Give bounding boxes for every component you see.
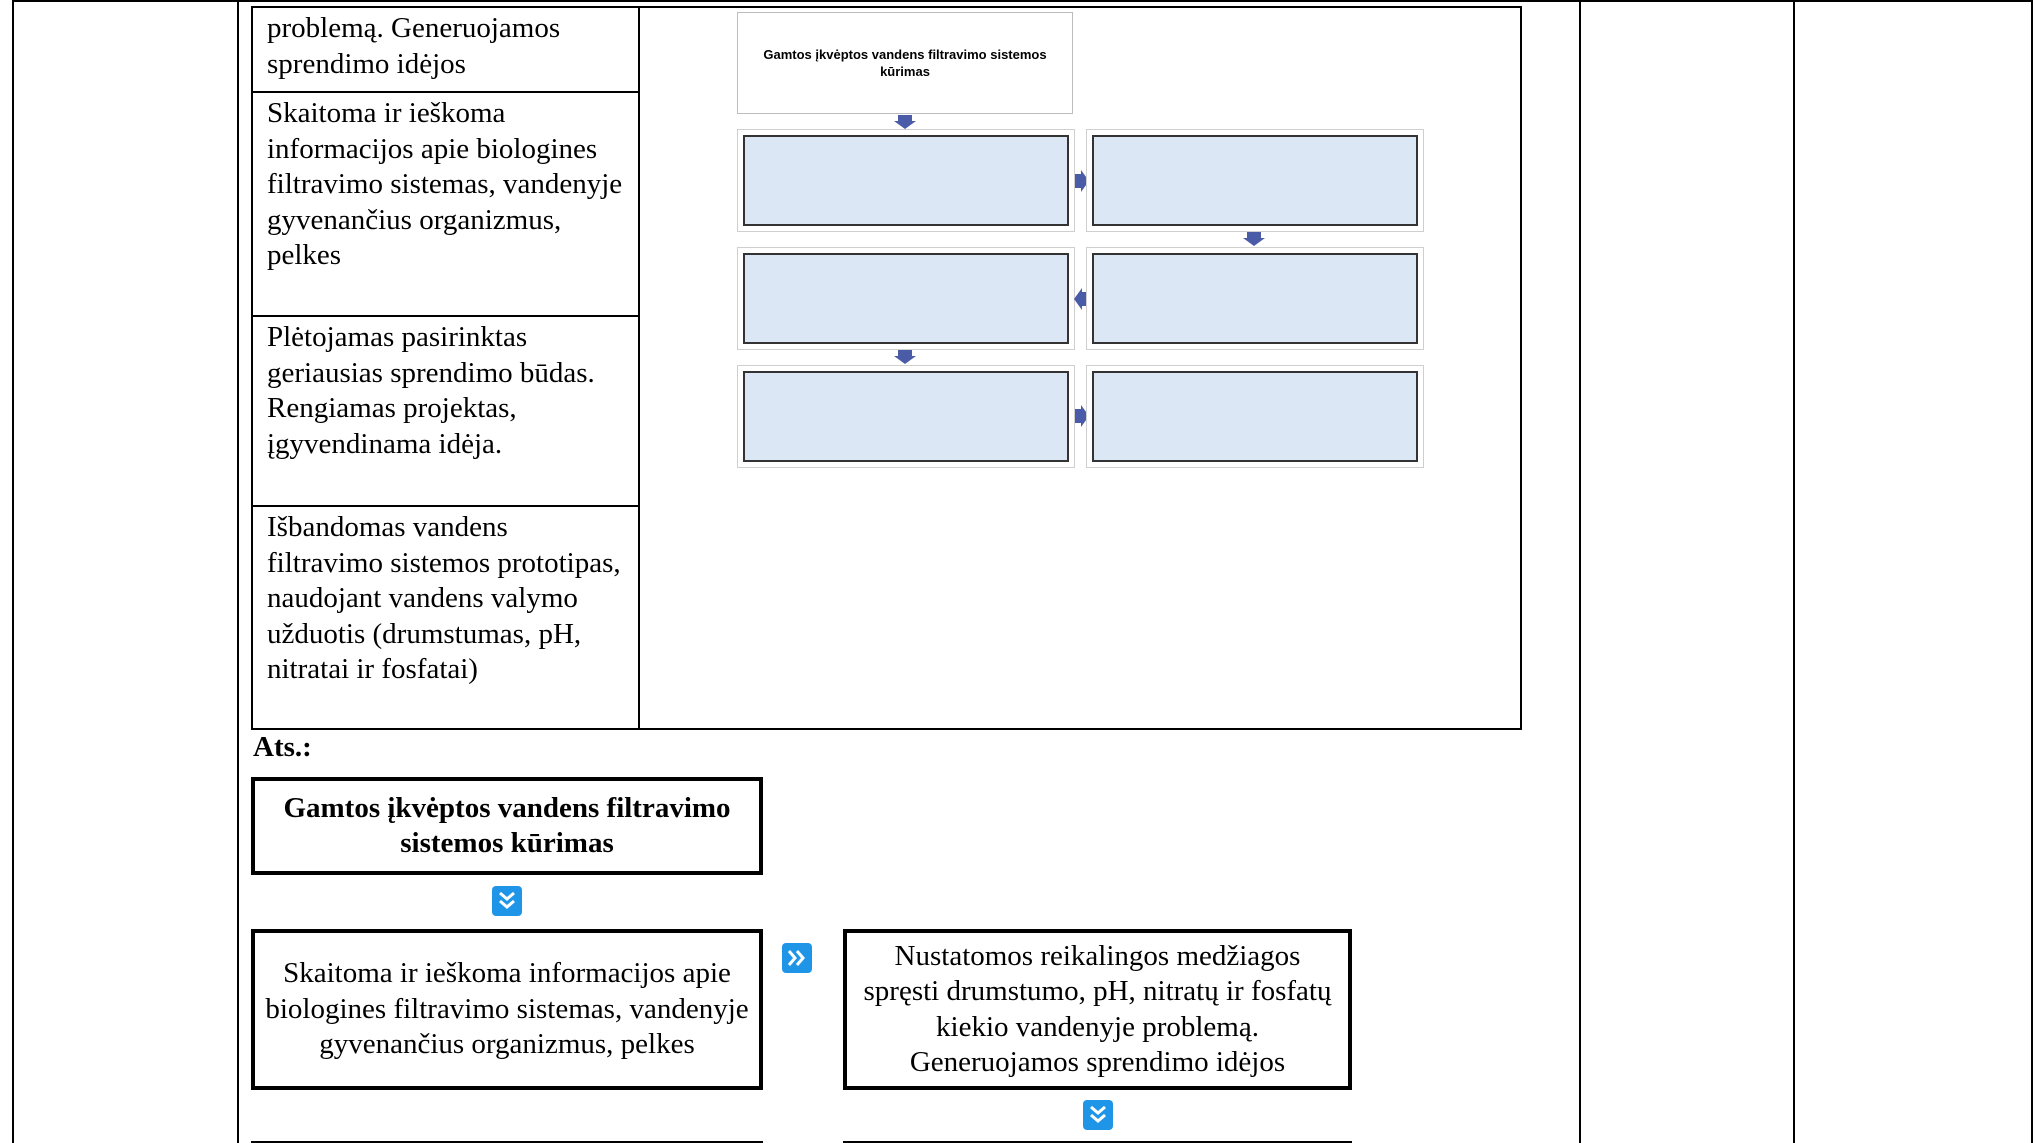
template-empty-box xyxy=(737,129,1075,232)
answer-box-1: Skaitoma ir ieškoma informacijos apie bi… xyxy=(251,929,763,1090)
steps-column: problemą. Generuojamos sprendimo idėjos … xyxy=(253,8,640,728)
outer-table-top-border xyxy=(12,0,2032,2)
inner-table-top-border xyxy=(251,6,1522,8)
step-cell: Išbandomas vandens filtravimo sistemos p… xyxy=(267,511,621,685)
outer-table-column-divider-1 xyxy=(237,0,239,1143)
outer-table-column-divider-2 xyxy=(1579,0,1581,1143)
outer-table-border-right xyxy=(2031,0,2033,1143)
double-chevron-right-icon xyxy=(782,943,812,973)
template-empty-box xyxy=(737,365,1075,468)
double-chevron-down-icon xyxy=(492,886,522,916)
double-chevron-down-icon xyxy=(1083,1100,1113,1130)
answer-label: Ats.: xyxy=(253,731,312,763)
template-empty-box xyxy=(1086,129,1424,232)
template-diagram-title: Gamtos įkvėptos vandens filtravimo siste… xyxy=(737,12,1073,114)
template-empty-box xyxy=(1086,365,1424,468)
step-cell: problemą. Generuojamos sprendimo idėjos xyxy=(253,8,638,93)
outer-table-border-left xyxy=(12,0,14,1143)
outer-table-column-divider-3 xyxy=(1793,0,1795,1143)
steps-table: problemą. Generuojamos sprendimo idėjos … xyxy=(251,8,1522,730)
template-empty-box xyxy=(1086,247,1424,350)
answer-box-2: Nustatomos reikalingos medžiagos spręsti… xyxy=(843,929,1352,1090)
step-cell: Plėtojamas pasirinktas geriausias sprend… xyxy=(253,317,638,507)
next-box-top-border xyxy=(251,1141,763,1143)
next-box-top-border xyxy=(843,1141,1352,1143)
template-empty-box xyxy=(737,247,1075,350)
answer-title-box: Gamtos įkvėptos vandens filtravimo siste… xyxy=(251,777,763,875)
step-cell: Skaitoma ir ieškoma informacijos apie bi… xyxy=(253,93,638,317)
